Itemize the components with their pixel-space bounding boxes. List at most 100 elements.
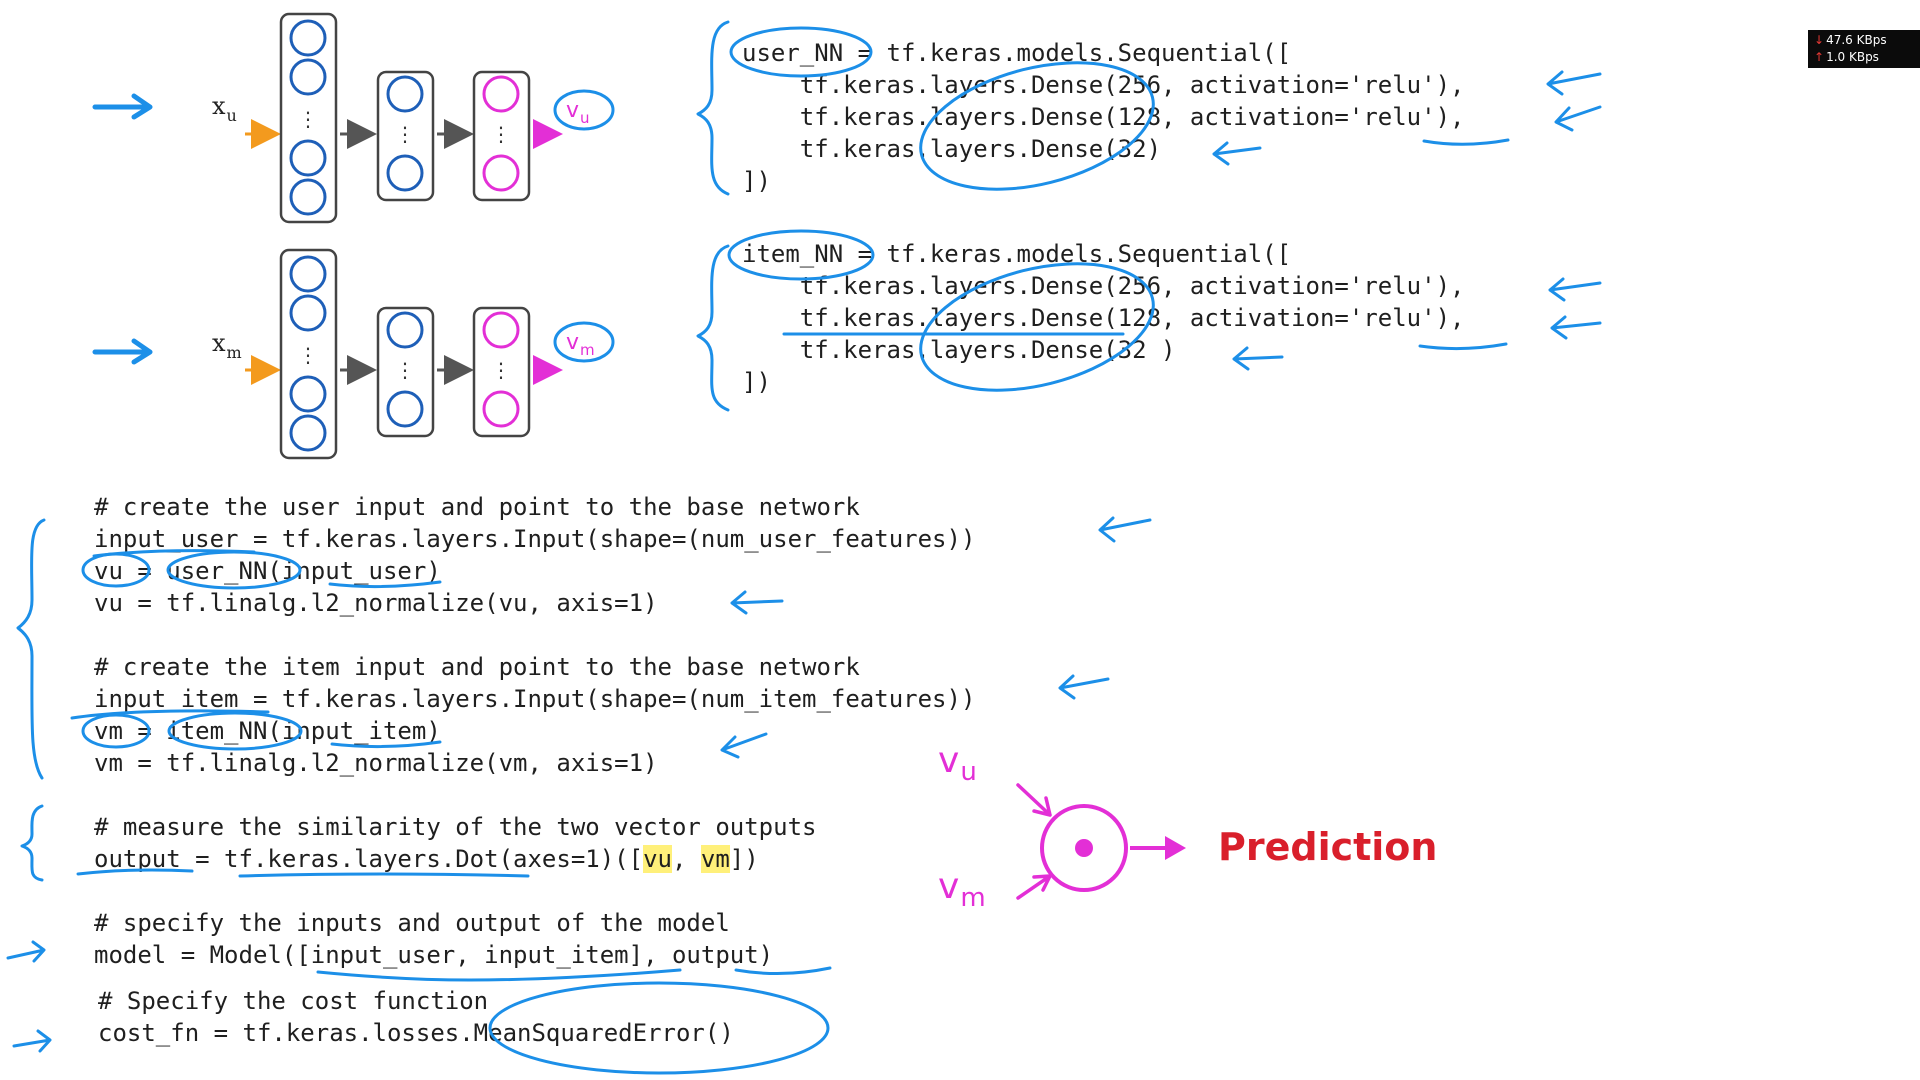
underline [1422, 138, 1510, 146]
neuron [289, 178, 327, 216]
circle-mark [166, 550, 302, 590]
code-line: tf.keras.layers.Dense(128, activation='r… [742, 103, 1465, 131]
item-input-code: # create the item input and point to the… [94, 651, 975, 779]
user-input-label: xu [212, 92, 237, 125]
code-line: tf.keras.layers.Dense(32 ) [742, 336, 1176, 364]
code-line: tf.keras.layers.Dense(128, activation='r… [742, 304, 1465, 332]
upload-rate: 1.0 KBps [1814, 49, 1914, 66]
underline [238, 872, 530, 878]
circle-mark [81, 552, 151, 588]
circle-mark [81, 713, 151, 749]
highlight-vm: vm [700, 845, 730, 873]
item-output-label: vm [566, 330, 595, 359]
user-network-diagram: xu ⋮ ⋮ ⋮ vu [92, 12, 615, 224]
code-line: input_item = tf.keras.layers.Input(shape… [94, 685, 976, 713]
vm-arrow [1016, 874, 1052, 900]
dot-product-diagram: vu vm Prediction [938, 740, 1437, 913]
code-comment: # create the item input and point to the… [94, 653, 860, 681]
layer-box [279, 12, 338, 224]
pointer-arrow-icon [730, 590, 784, 615]
input-arrow-icon [92, 93, 153, 120]
output-line-sep: , [671, 845, 701, 873]
layer-box [472, 70, 531, 202]
code-line: cost_fn = tf.keras.losses.MeanSquaredErr… [98, 1019, 734, 1047]
pointer-arrow-icon [1546, 70, 1602, 96]
underline [1418, 342, 1508, 351]
brace [16, 518, 46, 780]
code-line: ]) [742, 167, 771, 195]
code-comment: # measure the similarity of the two vect… [94, 813, 817, 841]
brace [696, 244, 730, 412]
vu-arrow [1016, 783, 1052, 817]
code-comment: # Specify the cost function [98, 987, 489, 1015]
item-nn-code: item_NN = tf.keras.models.Sequential([ t… [742, 238, 1464, 398]
pointer-arrow-icon [1212, 141, 1262, 166]
user-output-label: vu [566, 98, 590, 127]
layer-box [279, 248, 338, 460]
code-line: ]) [742, 368, 771, 396]
ellipsis: ⋮ [395, 122, 415, 146]
layer-box [376, 306, 435, 438]
underline [316, 968, 682, 982]
vu-label: vu [938, 740, 977, 787]
pointer-arrow-icon [1232, 346, 1284, 371]
circle-mark [488, 981, 830, 1075]
output-circle [553, 89, 615, 131]
output-line-suffix: ]) [729, 845, 759, 873]
model-code: # specify the inputs and output of the m… [94, 907, 773, 971]
circle-mark [919, 262, 1155, 392]
neuron [289, 255, 327, 293]
dot-product-node [1040, 804, 1128, 892]
user-output-sub: u [580, 109, 590, 127]
circle-mark [167, 711, 303, 751]
circle-mark [727, 229, 875, 281]
user-input-sub: u [227, 106, 237, 125]
output-line-prefix: output = tf.keras.layers.Dot(axes=1)([ [94, 845, 644, 873]
underline [70, 709, 270, 720]
circle-mark [729, 26, 873, 78]
pointer-arrow-icon [1058, 674, 1110, 700]
ellipsis: ⋮ [491, 358, 511, 382]
neuron [482, 154, 520, 192]
vu-sub: u [960, 757, 976, 787]
user-nn-code: user_NN = tf.keras.models.Sequential([ t… [742, 37, 1464, 197]
input-arrow-icon [92, 338, 153, 365]
ellipsis: ⋮ [395, 358, 415, 382]
layer-box [376, 70, 435, 202]
underline [92, 549, 256, 558]
neuron [289, 414, 327, 452]
item-network-diagram: xm ⋮ ⋮ ⋮ vm [92, 248, 615, 460]
neuron [289, 375, 327, 413]
highlight-vu: vu [643, 845, 672, 873]
circle-mark [919, 61, 1155, 191]
pointer-arrow-icon [1550, 315, 1602, 340]
neuron [386, 311, 424, 349]
neuron [482, 390, 520, 428]
cost-code: # Specify the cost function cost_fn = tf.… [98, 985, 734, 1049]
neuron [482, 311, 520, 349]
underline [76, 868, 194, 876]
similarity-code: # measure the similarity of the two vect… [94, 811, 816, 875]
ellipsis: ⋮ [491, 122, 511, 146]
neuron [289, 19, 327, 57]
neuron [482, 75, 520, 113]
download-rate: 47.6 KBps [1814, 32, 1914, 49]
code-line: input_user = tf.keras.layers.Input(shape… [94, 525, 976, 553]
code-comment: # specify the inputs and output of the m… [94, 909, 730, 937]
vm-sub: m [960, 883, 985, 913]
code-line: model = Model([input_user, input_item], … [94, 941, 774, 969]
output-circle [553, 321, 615, 363]
code-line: output = tf.keras.layers.Dot(axes=1)([vu… [94, 843, 816, 875]
brace [696, 20, 730, 196]
pen-annotations [6, 20, 1602, 1075]
user-input-code: # create the user input and point to the… [94, 491, 975, 619]
item-input-label: xm [212, 329, 242, 362]
neuron [386, 390, 424, 428]
pointer-arrow-icon [6, 940, 46, 963]
vm-label: vm [938, 866, 986, 913]
neuron [289, 139, 327, 177]
code-line: tf.keras.layers.Dense(256, activation='r… [742, 272, 1465, 300]
pointer-arrow-icon [1098, 516, 1152, 543]
pointer-arrow-icon [12, 1029, 52, 1053]
